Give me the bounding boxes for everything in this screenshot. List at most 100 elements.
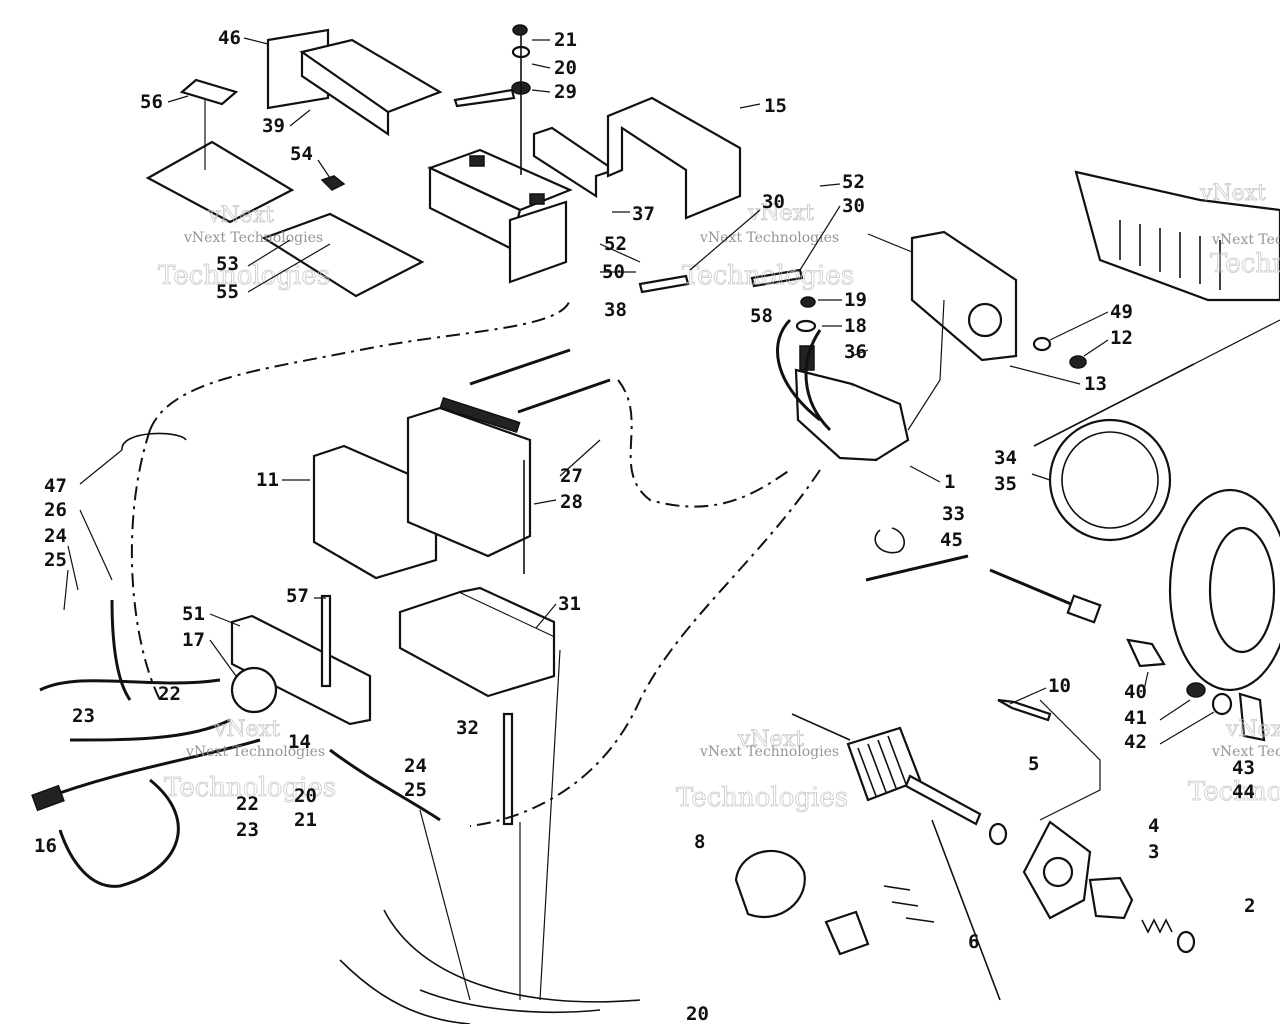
callout-21-b: 21 — [294, 809, 317, 831]
part-15-cover — [606, 96, 742, 220]
part-37-pad — [532, 126, 617, 199]
watermark-3-c: vNext Technologies — [185, 744, 325, 760]
frame-bottom — [339, 909, 641, 1024]
harness-left-c — [39, 738, 261, 802]
part-45-connector — [1066, 594, 1102, 624]
harness-loop — [58, 778, 180, 888]
callout-37: 37 — [632, 203, 655, 225]
part-58-bolt — [750, 268, 804, 288]
watermark-4-a: vNext — [737, 727, 804, 752]
part-4-hub — [1042, 856, 1074, 888]
callout-33: 33 — [942, 503, 965, 525]
part-50-terminal-b — [529, 193, 545, 205]
part-10-bolt — [997, 698, 1052, 722]
part-56-decal — [179, 78, 239, 106]
part-5-armature — [846, 726, 922, 802]
callout-group: 46 56 39 54 53 55 21 20 29 15 37 30 52 3… — [34, 27, 1255, 1024]
callout-41: 41 — [1124, 707, 1147, 729]
starter-cable-a — [776, 318, 821, 422]
watermark-4-c: vNext Technologies — [699, 744, 839, 760]
part-3-drive — [1088, 876, 1134, 920]
callout-40: 40 — [1124, 681, 1147, 703]
part-55-base — [261, 212, 425, 298]
watermark-3-b: Technologies — [164, 773, 336, 803]
callout-55: 55 — [216, 281, 239, 303]
part-51-bracket — [230, 614, 372, 726]
callout-4: 4 — [1148, 815, 1159, 837]
part-32-stud — [502, 712, 514, 826]
callout-46: 46 — [218, 27, 241, 49]
wire-run-a — [149, 299, 571, 431]
callout-14: 14 — [288, 731, 311, 753]
callout-17: 17 — [182, 629, 205, 651]
callout-15: 15 — [764, 95, 787, 117]
part-17-solenoid — [230, 666, 278, 714]
watermark-1-c: vNext Technologies — [183, 230, 323, 246]
watermark-5-c: vNext Technologies — [1211, 232, 1280, 248]
part-21-nut — [512, 24, 528, 36]
callout-52-a: 52 — [604, 233, 627, 255]
part-5-washer — [988, 822, 1008, 846]
part-39-bracket — [299, 38, 443, 137]
part-8-end-cap — [734, 849, 806, 919]
part-2-washer — [1176, 930, 1196, 954]
callout-44: 44 — [1232, 781, 1255, 803]
part-18-washer — [795, 319, 817, 333]
watermark-5-b: Technologies — [1210, 249, 1280, 279]
battery-terminals — [439, 396, 521, 434]
watermark-group: vNext Technologies vNext Technologies vN… — [158, 181, 1280, 814]
wire-run-c — [617, 379, 791, 508]
callout-39: 39 — [262, 115, 285, 137]
callout-32: 32 — [456, 717, 479, 739]
part-49-washer — [1032, 336, 1052, 352]
watermark-2-c: vNext Technologies — [699, 230, 839, 246]
bracket-hole — [967, 302, 1003, 338]
callout-26: 26 — [44, 499, 67, 521]
part-34-ring-gear — [1048, 418, 1172, 542]
callout-18: 18 — [844, 315, 867, 337]
flywheel-hub — [1208, 526, 1276, 654]
wire-run-d — [469, 469, 821, 827]
callout-8: 8 — [694, 831, 705, 853]
callout-20-c: 20 — [686, 1003, 709, 1024]
callout-20-top: 20 — [554, 57, 577, 79]
part-41-nut — [1186, 682, 1206, 698]
part-47-clamp — [121, 432, 187, 451]
callout-49: 49 — [1110, 301, 1133, 323]
callout-16: 16 — [34, 835, 57, 857]
callout-42: 42 — [1124, 731, 1147, 753]
callout-20-b: 20 — [294, 785, 317, 807]
part-33-clip — [874, 527, 905, 554]
callout-56: 56 — [140, 91, 163, 113]
part-16-connector — [31, 784, 65, 812]
part-6-line — [791, 713, 1001, 1001]
callout-23-b: 23 — [236, 819, 259, 841]
engine-block — [1074, 170, 1280, 302]
callout-19: 19 — [844, 289, 867, 311]
callout-58: 58 — [750, 305, 773, 327]
harness-left-a — [39, 678, 221, 692]
callout-35: 35 — [994, 473, 1017, 495]
callout-leaders — [63, 37, 1215, 745]
callout-3: 3 — [1148, 841, 1159, 863]
part-1-starter-end — [851, 382, 910, 461]
callout-31: 31 — [558, 593, 581, 615]
starter-cable-b — [804, 329, 832, 432]
callout-24-b: 24 — [404, 755, 427, 777]
callout-1: 1 — [944, 471, 955, 493]
callout-22-a: 22 — [158, 683, 181, 705]
leader-lines — [419, 649, 561, 1001]
armature-windings — [857, 735, 907, 797]
bracket-plate — [910, 230, 1018, 362]
callout-54: 54 — [290, 143, 313, 165]
callout-53: 53 — [216, 253, 239, 275]
watermark-2-a: vNext — [747, 201, 814, 226]
brush-parts — [883, 885, 935, 923]
callout-25-a: 25 — [44, 549, 67, 571]
brush-holder — [824, 910, 870, 956]
callout-5: 5 — [1028, 753, 1039, 775]
callout-25-b: 25 — [404, 779, 427, 801]
callout-13: 13 — [1084, 373, 1107, 395]
callout-10: 10 — [1048, 675, 1071, 697]
